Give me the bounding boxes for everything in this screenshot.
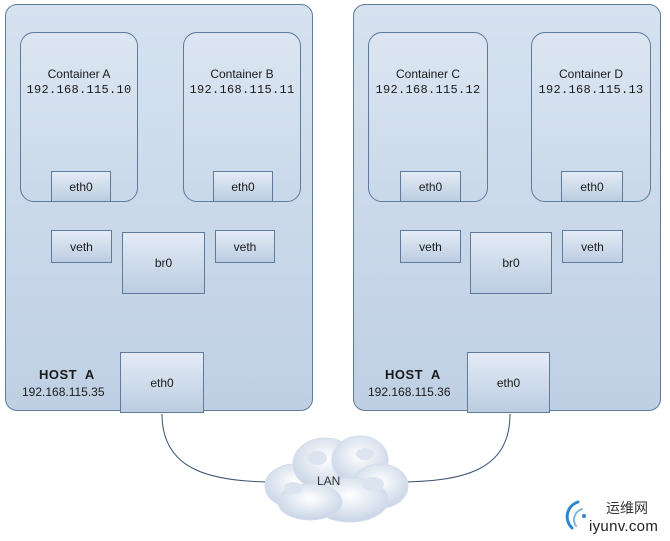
container-d-ip: 192.168.115.13 [538,83,644,97]
container-a-name: Container A [47,67,111,81]
eth0-container-d: eth0 [561,171,623,202]
container-b-ip: 192.168.115.11 [189,83,295,97]
eth0-container-b: eth0 [213,171,273,202]
watermark-en: iyunv.com [589,518,659,535]
veth-left-b: veth [400,230,461,263]
container-d-name: Container D [558,67,624,81]
bridge-br0-b: br0 [470,232,552,294]
host-eth0-a: eth0 [120,352,204,413]
host-eth0-b: eth0 [467,352,550,413]
container-b: Container B 192.168.115.11 [183,32,301,202]
container-c-name: Container C [395,67,461,81]
eth0-container-c: eth0 [400,171,461,202]
veth-left-a: veth [51,230,112,263]
lan-cloud-icon [264,435,409,523]
host-a-label: HOST A [39,367,95,382]
veth-right-b: veth [562,230,623,263]
container-b-name: Container B [210,67,274,81]
lan-label: LAN [317,474,341,488]
host-b-ip: 192.168.115.36 [368,385,451,399]
watermark-logo-icon [565,500,586,530]
host-b-label: HOST A [385,367,441,382]
veth-right-a: veth [215,230,275,263]
host-a-ip: 192.168.115.35 [22,385,105,399]
container-a-ip: 192.168.115.10 [26,83,132,97]
container-c-ip: 192.168.115.12 [375,83,481,97]
bridge-br0-a: br0 [122,232,205,294]
watermark-cn: 运维网 [606,501,648,517]
lan-link-right [394,413,511,483]
eth0-container-a: eth0 [51,171,111,202]
lan-link-left [161,413,276,483]
